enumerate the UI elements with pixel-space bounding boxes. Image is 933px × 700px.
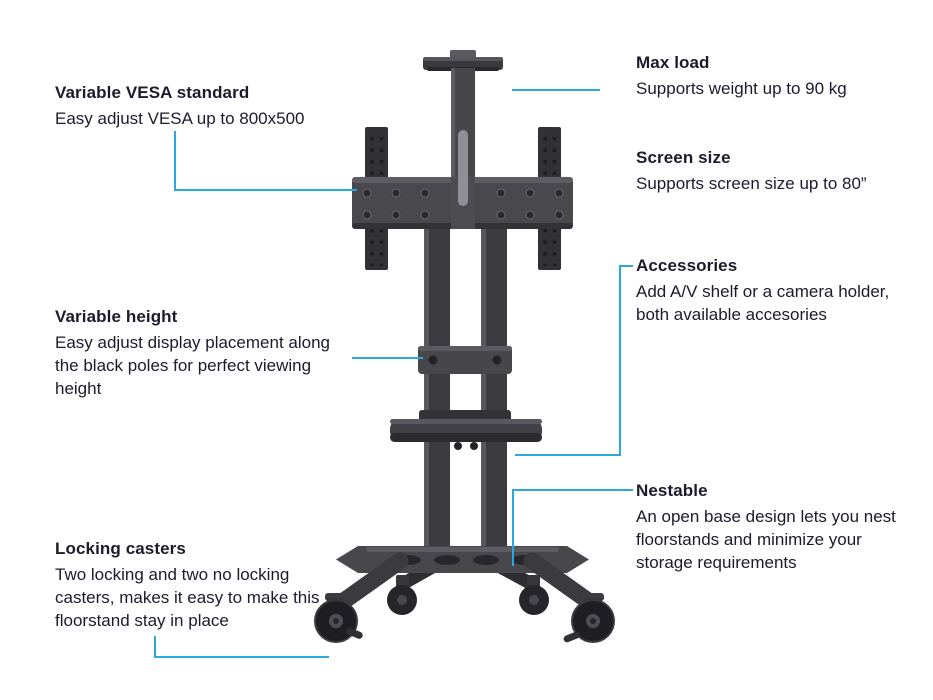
av-shelf (390, 410, 542, 450)
front-caster-right (563, 593, 615, 643)
callout-max-load: Max load Supports weight up to 90 kg (636, 52, 926, 100)
camera-shelf (423, 50, 503, 71)
callout-variable-vesa: Variable VESA standard Easy adjust VESA … (55, 82, 365, 130)
callout-accessories-body: Add A/V shelf or a camera holder, both a… (636, 282, 890, 324)
front-caster-left (314, 593, 363, 643)
accessories-connector-line (515, 265, 633, 456)
callout-variable-height: Variable height Easy adjust display plac… (55, 306, 365, 400)
rear-caster-right (519, 575, 549, 615)
callout-connector-lines (154, 89, 633, 658)
callout-variable-vesa-title: Variable VESA standard (55, 83, 250, 102)
callout-variable-height-body: Easy adjust display placement along the … (55, 333, 330, 398)
callout-accessories-title: Accessories (636, 256, 738, 275)
vesa-connector-line (174, 131, 357, 191)
callout-screen-size-body: Supports screen size up to 80” (636, 174, 867, 193)
height-adjustment-bracket (418, 346, 512, 374)
base (314, 546, 615, 643)
tv-floor-stand-illustration (314, 50, 615, 643)
callout-max-load-title: Max load (636, 53, 710, 72)
callout-max-load-body: Supports weight up to 90 kg (636, 79, 847, 98)
support-poles (424, 229, 507, 559)
rear-caster-left (387, 575, 417, 615)
vesa-mounting-plate (352, 130, 573, 229)
callout-variable-vesa-body: Easy adjust VESA up to 800x500 (55, 109, 305, 128)
casters-connector-line (154, 636, 329, 658)
callout-screen-size-title: Screen size (636, 148, 731, 167)
callout-screen-size: Screen size Supports screen size up to 8… (636, 147, 926, 195)
callout-nestable: Nestable An open base design lets you ne… (636, 480, 926, 574)
callout-accessories: Accessories Add A/V shelf or a camera ho… (636, 255, 926, 326)
callout-nestable-body: An open base design lets you nest floors… (636, 507, 896, 572)
callout-locking-casters: Locking casters Two locking and two no l… (55, 538, 365, 632)
callout-locking-casters-body: Two locking and two no locking casters, … (55, 565, 320, 630)
callout-locking-casters-title: Locking casters (55, 539, 186, 558)
callout-nestable-title: Nestable (636, 481, 708, 500)
callout-variable-height-title: Variable height (55, 307, 178, 326)
nestable-connector-line (512, 489, 633, 566)
